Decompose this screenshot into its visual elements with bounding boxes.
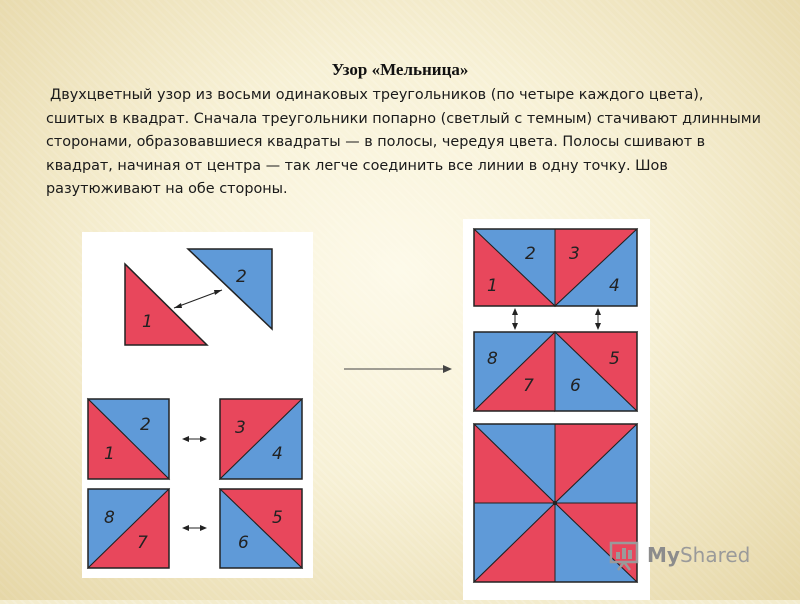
figure-right-drawing: 1 2 3 4 8 7 6 5 xyxy=(463,219,650,600)
slide-body-text: Двухцветный узор из восьми одинаковых тр… xyxy=(46,87,761,197)
transition-arrow-icon xyxy=(344,365,452,373)
top-row-label-2: 2 xyxy=(525,244,536,264)
square-87-border xyxy=(87,488,170,569)
square-87-label-b: 7 xyxy=(137,533,148,553)
figure-left-drawing: 1 2 1 2 3 4 8 7 5 6 xyxy=(82,232,313,578)
triangle-2-label: 2 xyxy=(236,267,247,287)
presentation-chart-icon xyxy=(609,541,639,571)
arrowhead xyxy=(595,323,601,330)
arrowhead xyxy=(174,303,182,308)
watermark-text-rest: Shared xyxy=(679,543,751,567)
top-row-label-3: 3 xyxy=(569,244,580,264)
connector-arrow-triangles xyxy=(173,289,223,309)
square-56-label-a: 5 xyxy=(272,508,283,528)
figure-right-assembly-result: 1 2 3 4 8 7 6 5 xyxy=(463,219,650,600)
mid-row-label-6: 6 xyxy=(570,376,581,396)
square-87-label-a: 8 xyxy=(104,508,115,528)
triangle-2-blue xyxy=(186,248,273,331)
top-row-label-4: 4 xyxy=(609,276,620,296)
square-34-border xyxy=(219,398,303,480)
watermark: MyShared xyxy=(608,538,750,572)
arrowhead xyxy=(595,308,601,315)
square-34-label-b: 4 xyxy=(272,444,283,464)
pinwheel-center-point xyxy=(552,500,558,506)
arrowhead xyxy=(512,308,518,315)
figure-left-assembly-steps: 1 2 1 2 3 4 8 7 5 6 xyxy=(82,232,313,578)
mid-row-border xyxy=(473,331,638,412)
triangle-1-label: 1 xyxy=(142,312,153,332)
square-12-label-b: 2 xyxy=(140,415,151,435)
square-56-border xyxy=(219,488,303,569)
top-row-label-1: 1 xyxy=(487,276,498,296)
triangle-1-red xyxy=(124,262,209,346)
mid-row-label-8: 8 xyxy=(487,349,498,369)
mid-row-label-5: 5 xyxy=(609,349,620,369)
square-34-label-a: 3 xyxy=(235,418,246,438)
arrowhead xyxy=(512,323,518,330)
watermark-text-bold: My xyxy=(647,543,680,567)
top-row-border xyxy=(473,228,638,307)
arrowhead xyxy=(214,290,222,295)
square-12-border xyxy=(87,398,170,480)
mid-row-label-7: 7 xyxy=(523,376,534,396)
square-12-label-a: 1 xyxy=(104,444,115,464)
pinwheel-border xyxy=(473,423,638,583)
arrowhead xyxy=(200,525,207,531)
watermark-text: MyShared xyxy=(647,543,750,567)
square-56-label-b: 6 xyxy=(238,533,249,553)
slide-title: Узор «Мельница» xyxy=(331,60,469,79)
arrowhead xyxy=(182,436,189,442)
arrowhead xyxy=(182,525,189,531)
arrowhead xyxy=(200,436,207,442)
